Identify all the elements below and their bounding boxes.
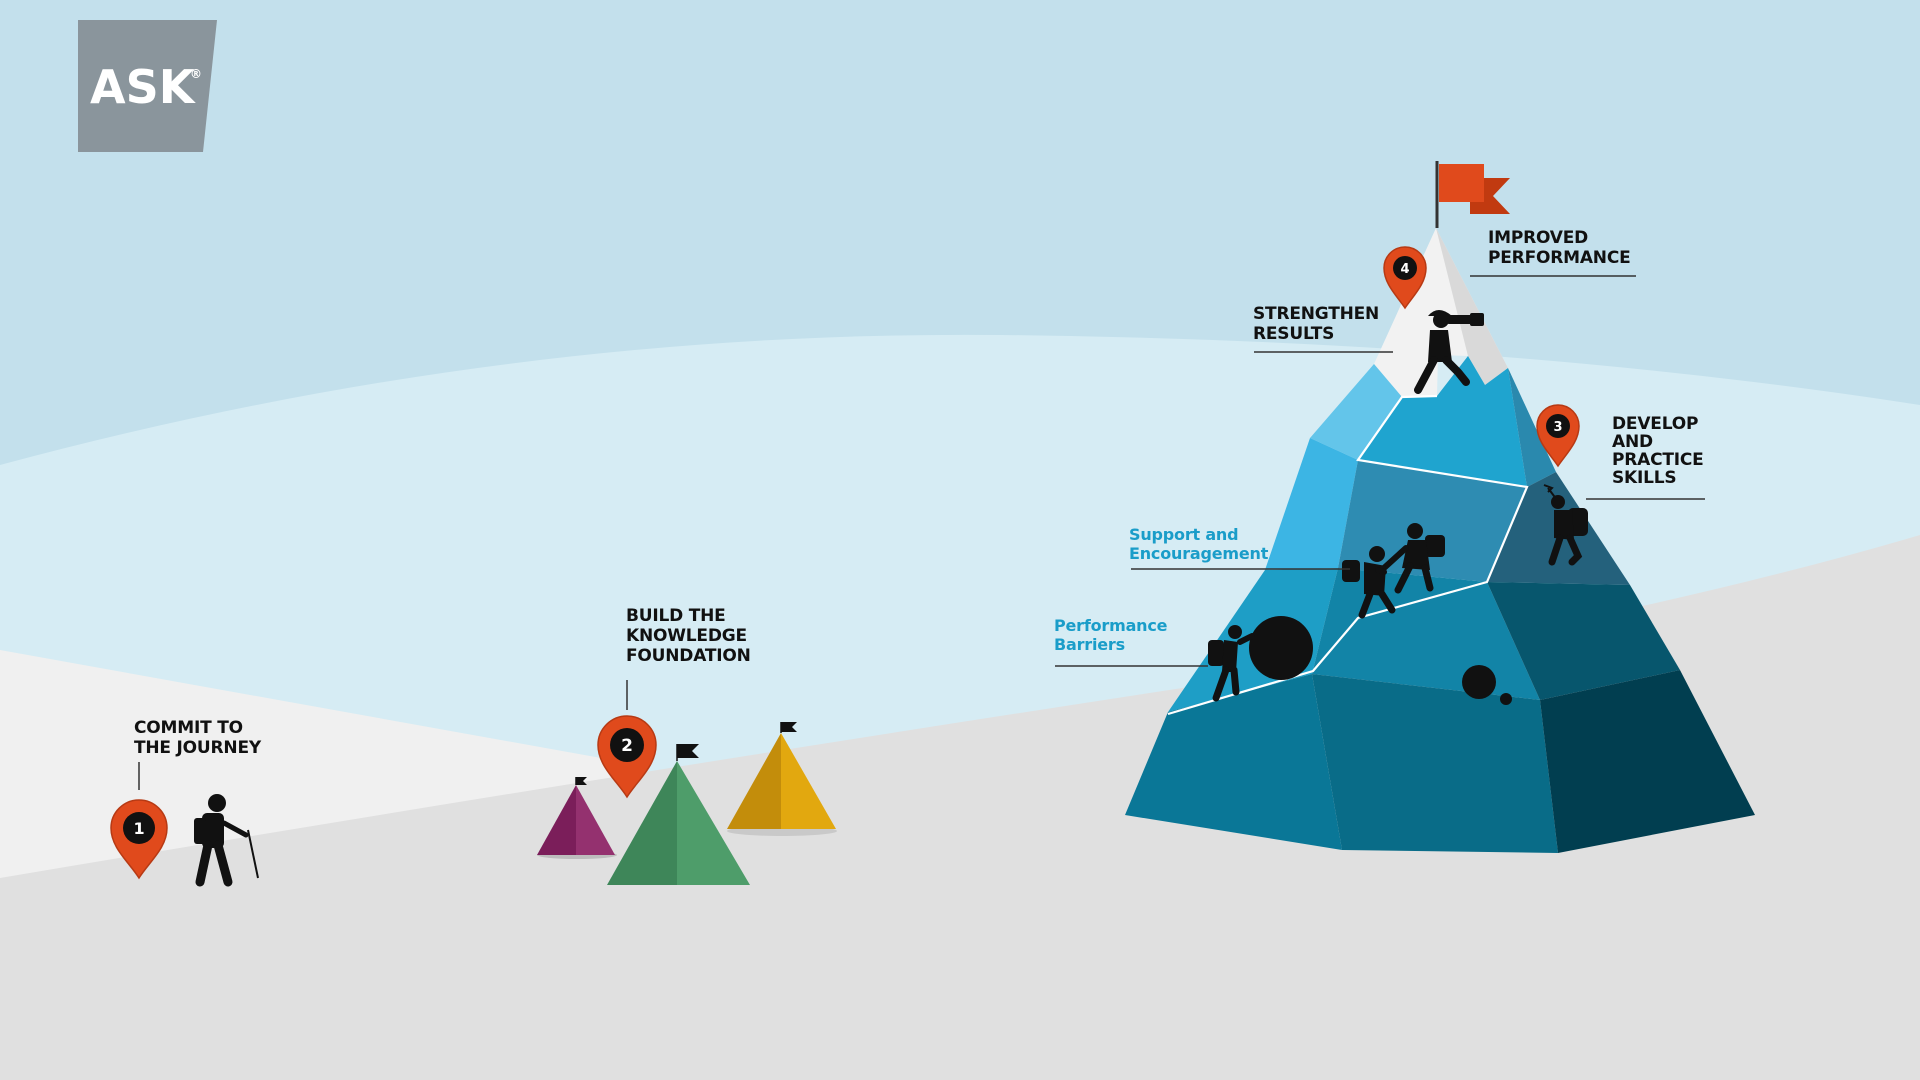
step-4-label: STRENGTHEN RESULTS xyxy=(1253,304,1380,344)
yellow-tent xyxy=(727,722,837,836)
climber-icon xyxy=(1381,523,1445,594)
map-pin-icon: 1 xyxy=(110,799,168,880)
pin-number-4: 4 xyxy=(1400,262,1409,277)
step-1-label: COMMIT TO THE JOURNEY xyxy=(134,718,261,758)
pin-number-3: 3 xyxy=(1553,420,1562,435)
flag-icon xyxy=(1435,161,1510,228)
boulder-icon xyxy=(1249,616,1313,680)
step-2-label: BUILD THE KNOWLEDGE FOUNDATION xyxy=(626,606,751,666)
pin-number-1: 1 xyxy=(133,819,144,838)
logo-badge xyxy=(78,20,217,152)
pin-number-2: 2 xyxy=(621,736,633,756)
map-pin-icon: 4 xyxy=(1383,246,1427,310)
green-tent xyxy=(607,744,750,885)
logo-text: ASK xyxy=(90,60,197,114)
logo-registered-mark: ® xyxy=(190,67,202,81)
step-3-label: DEVELOP AND PRACTICE SKILLS xyxy=(1612,414,1704,488)
trail-line xyxy=(1167,394,1529,716)
boulder-icon xyxy=(1462,665,1512,705)
purple-tent xyxy=(537,777,617,859)
hiker-icon xyxy=(194,794,259,887)
support-annotation: Support and Encouragement xyxy=(1129,525,1269,563)
map-pin-icon: 2 xyxy=(597,715,657,799)
map-pin-icon: 3 xyxy=(1536,404,1580,468)
ask-logo: ASK ® xyxy=(78,20,217,152)
binoculars-climber-icon xyxy=(1414,310,1484,394)
climber-icon xyxy=(1208,625,1255,702)
summit-label: IMPROVED PERFORMANCE xyxy=(1488,228,1631,268)
climber-icon xyxy=(1342,546,1396,619)
barriers-annotation: Performance Barriers xyxy=(1054,616,1168,654)
climber-icon xyxy=(1543,484,1588,566)
